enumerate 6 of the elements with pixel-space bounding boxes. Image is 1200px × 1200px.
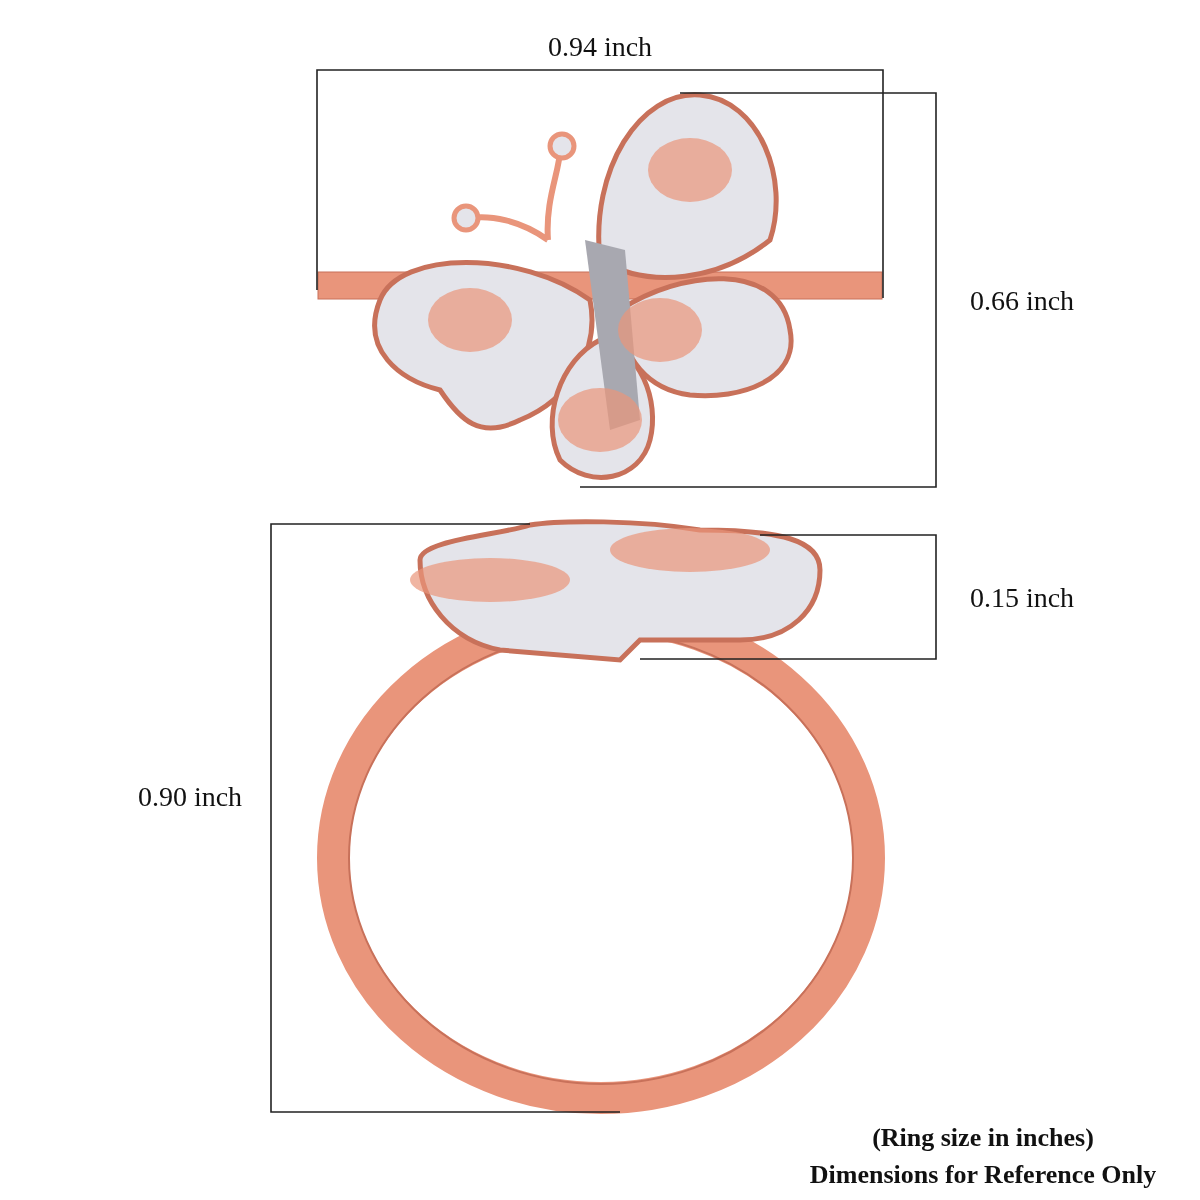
dimension-label: 0.90 inch: [137, 781, 243, 813]
dimension-label: 0.66 inch: [969, 285, 1075, 317]
dimension-label: 0.15 inch: [969, 582, 1075, 614]
dimension-label: 0.94 inch: [547, 31, 653, 63]
note-text: Dimensions for Reference Only: [809, 1160, 1157, 1190]
note-text: (Ring size in inches): [872, 1123, 1094, 1153]
